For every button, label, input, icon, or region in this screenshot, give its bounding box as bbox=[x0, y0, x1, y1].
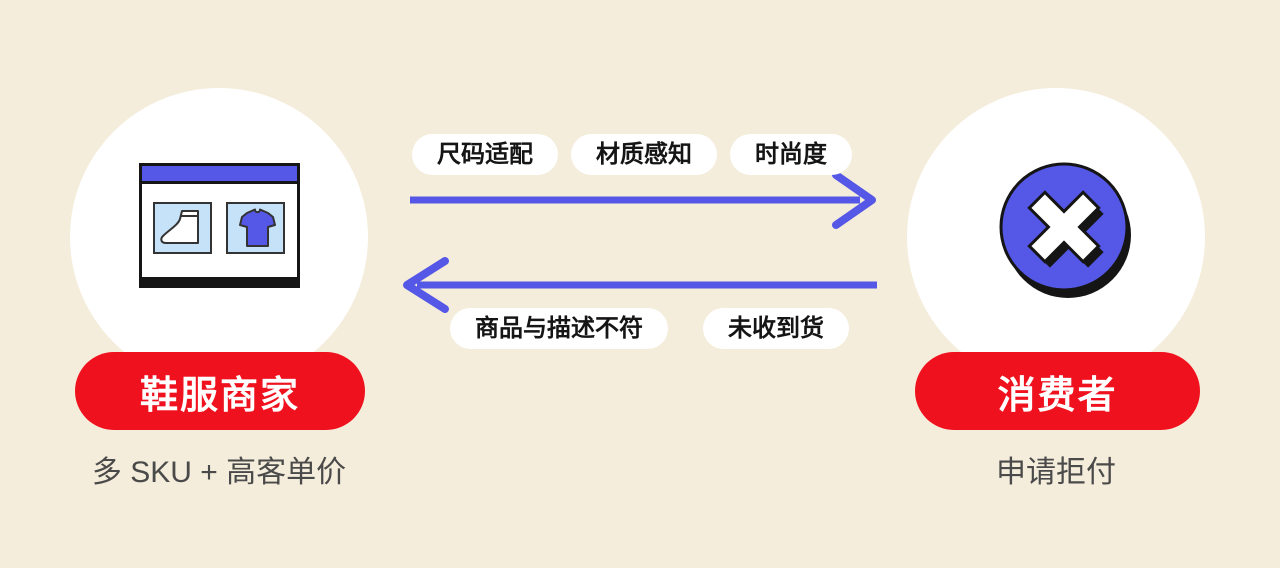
consumer-caption: 申请拒付 bbox=[996, 456, 1116, 489]
consumer-circle bbox=[907, 88, 1205, 386]
tag-pill-not-received: 未收到货 bbox=[703, 308, 849, 349]
tag-pill-not-as-described: 商品与描述不符 bbox=[450, 308, 668, 349]
tshirt-tile bbox=[226, 202, 285, 254]
storefront-icon bbox=[139, 163, 300, 288]
merchant-circle bbox=[70, 88, 368, 386]
consumer-label-badge: 消费者 bbox=[915, 352, 1200, 430]
forward-tags: 尺码适配 材质感知 时尚度 bbox=[412, 134, 852, 175]
chargeback-x-icon bbox=[999, 162, 1131, 298]
reverse-tags: 商品与描述不符 未收到货 bbox=[450, 308, 849, 349]
merchant-label-badge: 鞋服商家 bbox=[75, 352, 365, 430]
forward-arrow bbox=[410, 171, 876, 229]
reverse-arrow bbox=[403, 257, 877, 313]
tag-pill-fashion: 时尚度 bbox=[730, 134, 852, 175]
tag-pill-size-fit: 尺码适配 bbox=[412, 134, 558, 175]
merchant-caption: 多 SKU + 高客单价 bbox=[91, 456, 347, 489]
shoe-tile bbox=[153, 202, 212, 254]
tag-pill-material: 材质感知 bbox=[571, 134, 717, 175]
